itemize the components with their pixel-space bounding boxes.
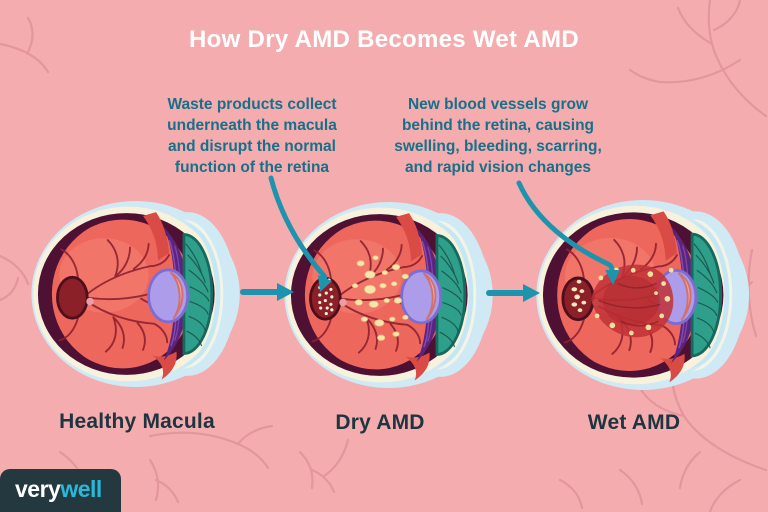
- wet-amd-callout: New blood vessels grow behind the retina…: [376, 94, 620, 178]
- curved-arrow-icon-dry: [268, 175, 332, 292]
- callout-line: and rapid vision changes: [404, 159, 592, 176]
- dry-amd-callout: Waste products collect underneath the ma…: [130, 94, 374, 178]
- callout-line: function of the retina: [174, 159, 330, 176]
- drusen-deposits: [318, 255, 409, 341]
- curved-arrow-icon-wet: [516, 180, 620, 285]
- logo-text-very: very: [15, 476, 61, 502]
- callout-line: swelling, bleeding, scarring,: [394, 138, 602, 155]
- dry-amd-eye-illustration: [283, 200, 495, 390]
- page-title: How Dry AMD Becomes Wet AMD: [189, 26, 579, 53]
- healthy-eye-illustration: [30, 199, 242, 389]
- callout-line: and disrupt the normal: [168, 138, 336, 155]
- right-arrow-icon: [486, 284, 540, 302]
- stage-label-wet-amd: Wet AMD: [587, 411, 681, 434]
- stage-label-healthy-macula: Healthy Macula: [59, 410, 215, 433]
- right-arrow-icon: [240, 283, 294, 301]
- callout-line: Waste products collect: [167, 96, 337, 113]
- stage-label-dry-amd: Dry AMD: [335, 411, 425, 434]
- callout-line: underneath the macula: [167, 117, 337, 134]
- callout-line: New blood vessels grow: [407, 96, 589, 113]
- callout-line: behind the retina, causing: [401, 117, 595, 134]
- logo-text-well: well: [60, 476, 102, 502]
- wet-macula-deposits: [571, 279, 587, 313]
- wet-amd-eye-illustration: [534, 198, 751, 392]
- verywell-logo: verywell: [0, 469, 121, 512]
